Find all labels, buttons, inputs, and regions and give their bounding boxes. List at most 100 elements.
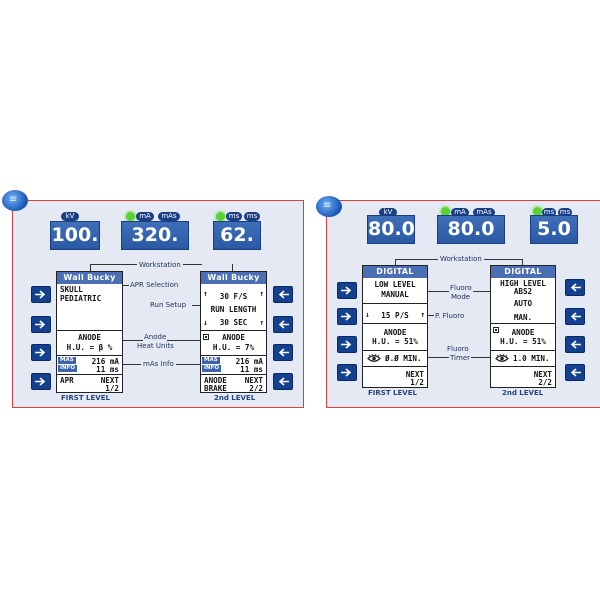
workstation-connector-left: [395, 259, 396, 265]
second-level-screen: DIGITAL HIGH LEVEL ABS2 AUTO MAN. ANODE …: [490, 265, 556, 388]
divider: [363, 366, 427, 367]
mas-info-annotation: mAs Info: [141, 360, 176, 368]
right-softkey-1[interactable]: [273, 286, 293, 303]
right-softkey-2[interactable]: [273, 316, 293, 333]
kv-value[interactable]: 100.: [50, 221, 100, 250]
next-softkey[interactable]: NEXT: [533, 370, 552, 379]
apr-line-2[interactable]: PEDIATRIC: [60, 294, 102, 303]
anode-annotation: Anode: [143, 333, 168, 341]
eye-icon: [367, 354, 381, 362]
mas-label: mAs: [158, 212, 180, 221]
left-arrow-icon: [278, 320, 289, 329]
apr-line-1[interactable]: SKULL: [60, 285, 83, 294]
fluoro-mode-line-2[interactable]: MANUAL: [381, 290, 409, 299]
down-arrow-icon: ↓: [203, 318, 208, 327]
right-softkey-4[interactable]: [565, 364, 585, 381]
page-indicator: 2/2: [538, 378, 552, 387]
divider: [57, 374, 122, 375]
fluoro-mode-line-2[interactable]: ABS2: [513, 287, 533, 296]
apr-softkey[interactable]: APR: [60, 376, 74, 385]
divider: [201, 374, 266, 375]
info-tag: INFO: [202, 365, 222, 372]
kv-value[interactable]: 80.0: [367, 215, 415, 244]
ma-label: mA: [451, 208, 469, 217]
ma-readout: 216 mA: [91, 357, 119, 366]
anode-heat-units: H.U. = 51%: [500, 337, 546, 346]
up-arrow-icon: ↑: [420, 310, 425, 319]
anode-heat-units: H.U. = 7%: [212, 343, 255, 352]
left-softkey-1[interactable]: [337, 282, 357, 299]
auto-mode[interactable]: AUTO: [513, 299, 533, 308]
left-softkey-2[interactable]: [337, 308, 357, 325]
kv-label: kV: [61, 212, 79, 221]
p-fluoro-annotation: P. Fluoro: [435, 312, 465, 320]
fluoro-timer-annotation-2: Timer: [449, 354, 472, 362]
up-arrow-icon: ↑: [203, 289, 208, 298]
heat-units-annotation: Heat Units: [137, 342, 174, 350]
fluoro-timer[interactable]: 1.0 MIN.: [513, 354, 550, 363]
second-level-screen: Wall Bucky ↑ ↑ 30 F/S RUN LENGTH ↓ ↑ 30 …: [200, 271, 267, 393]
right-softkey-1[interactable]: [565, 279, 585, 296]
screen-title: Wall Bucky: [201, 272, 266, 284]
next-softkey[interactable]: NEXT: [244, 376, 263, 385]
run-setup-annotation: Run Setup: [150, 301, 187, 309]
left-softkey-3[interactable]: [31, 344, 51, 361]
divider: [491, 366, 555, 367]
left-softkey-2[interactable]: [31, 316, 51, 333]
anode-heat-units: H.U. = β %: [66, 343, 113, 352]
right-arrow-icon: [35, 348, 46, 357]
ms-value[interactable]: 5.0: [530, 215, 578, 244]
left-softkey-4[interactable]: [31, 373, 51, 390]
left-softkey-4[interactable]: [337, 364, 357, 381]
workstation-connector-right: [232, 264, 233, 271]
ma-value[interactable]: 320.: [121, 221, 189, 250]
divider: [201, 355, 266, 356]
first-level-screen: DIGITAL LOW LEVEL MANUAL ↓ ↑ 15 P/S ANOD…: [362, 265, 428, 388]
anode-heat-units: H.U. = 51%: [372, 337, 418, 346]
divider: [57, 330, 122, 331]
right-softkey-2[interactable]: [565, 308, 585, 325]
right-softkey-3[interactable]: [273, 344, 293, 361]
divider: [57, 355, 122, 356]
second-level-caption: 2nd LEVEL: [502, 389, 544, 397]
next-softkey[interactable]: NEXT: [100, 376, 119, 385]
fluoro-mode-annotation: Fluoro: [449, 284, 473, 292]
down-arrow-icon: ↓: [365, 310, 370, 319]
left-softkey-1[interactable]: [31, 286, 51, 303]
anode-brake-softkey-top[interactable]: ANODE: [204, 376, 227, 385]
run-seconds[interactable]: 30 SEC: [219, 318, 248, 327]
ma-value[interactable]: 80.0: [437, 215, 505, 244]
divider: [363, 303, 427, 304]
fluoro-mode-line-1[interactable]: LOW LEVEL: [374, 280, 416, 289]
pulse-rate[interactable]: 15 P/S: [381, 311, 409, 320]
workstation-label: Workstation: [137, 261, 183, 269]
right-softkey-4[interactable]: [273, 373, 293, 390]
left-arrow-icon: [570, 312, 581, 321]
right-arrow-icon: [35, 377, 46, 386]
manual-mode[interactable]: MAN.: [513, 313, 533, 322]
divider: [363, 323, 427, 324]
ms-value[interactable]: 62.: [213, 221, 261, 250]
frame-rate[interactable]: 30 F/S: [219, 292, 248, 301]
fluoro-timer[interactable]: Ø.Ø MIN.: [385, 354, 422, 363]
first-level-screen: Wall Bucky SKULL PEDIATRIC ANODE H.U. = …: [56, 271, 123, 393]
ms-readout: 11 ms: [240, 365, 263, 374]
ma-label: mA: [136, 212, 154, 221]
screen-title: DIGITAL: [363, 266, 427, 278]
ma-indicator-light-icon: [123, 209, 138, 224]
next-softkey[interactable]: NEXT: [405, 370, 424, 379]
left-arrow-icon: [570, 283, 581, 292]
right-arrow-icon: [341, 368, 352, 377]
screen-title: Wall Bucky: [57, 272, 122, 284]
anode-brake-softkey-bottom[interactable]: BRAKE: [204, 384, 227, 393]
up-arrow-icon: ↑: [259, 289, 264, 298]
right-softkey-3[interactable]: [565, 336, 585, 353]
logo-icon: ≡: [316, 196, 342, 217]
fluoro-mode-line-1[interactable]: HIGH LEVEL: [500, 279, 546, 288]
page-indicator: 1/2: [410, 378, 424, 387]
ms-readout: 11 ms: [96, 365, 119, 374]
left-softkey-3[interactable]: [337, 336, 357, 353]
left-arrow-icon: [278, 348, 289, 357]
p-fluoro-connector: [428, 315, 434, 316]
run-length[interactable]: RUN LENGTH: [210, 305, 257, 314]
